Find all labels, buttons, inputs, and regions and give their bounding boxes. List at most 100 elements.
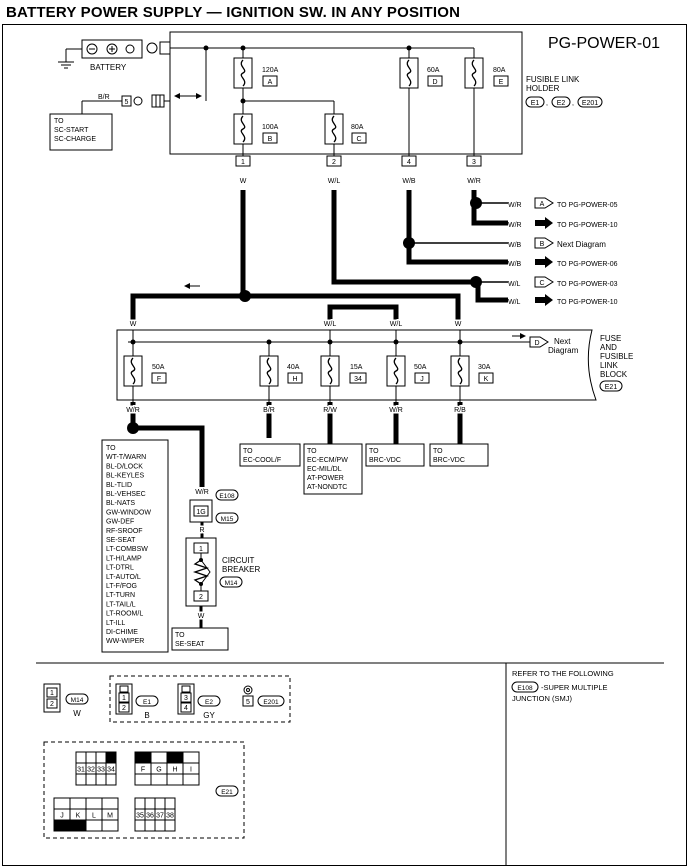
- dest-line: BL-D/LOCK: [106, 463, 143, 470]
- dest-line: BL-TLID: [106, 482, 132, 489]
- connector-color: W: [73, 709, 81, 718]
- connector-cell: [69, 819, 87, 832]
- wire-color: W/B: [508, 261, 522, 268]
- connector-cell: [154, 797, 166, 810]
- ref-dest: TO PG-POWER-10: [557, 222, 618, 229]
- connector-id: E201: [263, 699, 279, 706]
- wire-color: W/R: [195, 489, 209, 496]
- connector-color: GY: [203, 711, 215, 720]
- ref-letter: B: [540, 241, 545, 248]
- fuse-letter: D: [432, 79, 437, 86]
- dest-line: LT-TURN: [106, 592, 135, 599]
- connector-cell: [150, 773, 168, 786]
- dest-line: LT-ILL: [106, 620, 125, 627]
- connector-cell: [95, 751, 107, 764]
- battery: BATTERY: [58, 39, 171, 72]
- connector-cell: [164, 797, 176, 810]
- ref-dest: TO PG-POWER-03: [557, 281, 618, 288]
- dest-line: TO: [54, 118, 64, 125]
- wire-color: B/R: [98, 94, 110, 101]
- ref-pg-power-06: W/B TO PG-POWER-06: [508, 256, 618, 268]
- wire-color: B/R: [263, 407, 275, 414]
- wire-color: W: [455, 321, 462, 328]
- pin-label: K: [76, 813, 81, 820]
- dest-line: TO: [243, 448, 253, 455]
- holder-fuse-B: 100A B: [233, 113, 279, 145]
- pin-label: L: [92, 813, 96, 820]
- connector-cell: [95, 773, 107, 786]
- dest-line: TO: [307, 448, 317, 455]
- wire-color: W/R: [508, 202, 522, 209]
- block-label-line: AND: [600, 343, 617, 352]
- dest-line: AT-NONDTC: [307, 484, 347, 491]
- dest-ec-cool: TO EC-COOL/F: [239, 443, 301, 467]
- wire-color: W/R: [508, 222, 522, 229]
- connector-cell: [75, 773, 87, 786]
- refer-line: -SUPER MULTIPLE: [541, 683, 608, 692]
- ref-letter: D: [534, 340, 539, 347]
- dest-line: WW-WIPER: [106, 638, 144, 645]
- fuse-letter: B: [268, 136, 273, 143]
- pin-label: J: [60, 813, 64, 820]
- ref-dest: TO PG-POWER-10: [557, 299, 618, 306]
- bidirectional-arrow-icon: [174, 93, 202, 99]
- dest-brc-vdc-1: TO BRC-VDC: [365, 443, 425, 467]
- connector-cell: [182, 773, 200, 786]
- dest-line: LT-H/LAMP: [106, 555, 142, 562]
- battery-label: BATTERY: [90, 63, 127, 72]
- dest-line: LT-ROOM/L: [106, 611, 143, 618]
- pin-label: I: [190, 767, 192, 774]
- dest-line: LT-TAIL/L: [106, 601, 136, 608]
- fuse-letter: E: [499, 79, 504, 86]
- dest-line: RF-SROOF: [106, 528, 143, 535]
- connector-cell: [144, 797, 156, 810]
- connector-cell: [164, 819, 176, 832]
- connector-cell: [85, 797, 103, 810]
- ref-dest: TO PG-POWER-05: [557, 202, 618, 209]
- fuse-amp: 60A: [427, 67, 440, 74]
- pin-label: G: [156, 767, 161, 774]
- circuit-breaker-branch: W/R E108 1G M15 R 1 2 CIRCUIT BREAKER M1…: [171, 489, 260, 651]
- page-id: PG-POWER-01: [548, 35, 660, 52]
- connector-cell: [150, 751, 168, 764]
- legend-m14: 1 2 M14 W: [43, 683, 89, 718]
- legend-e2: 3 4 E2 GY: [177, 683, 221, 720]
- refer-line: JUNCTION (SMJ): [512, 694, 572, 703]
- breaker-label: BREAKER: [222, 565, 260, 574]
- breaker-label: CIRCUIT: [222, 556, 255, 565]
- pin-label: 36: [146, 813, 154, 820]
- dest-line: AT-POWER: [307, 475, 344, 482]
- dest-line: BL-NATS: [106, 500, 135, 507]
- connector-cell: [101, 797, 119, 810]
- block-fuse-K: 30A K: [450, 355, 494, 387]
- svg-text:,: ,: [572, 100, 574, 107]
- holder-fuse-D: 60A D: [399, 57, 443, 89]
- block-fuse-F: 50A F: [123, 355, 167, 387]
- connector-cell: [166, 773, 184, 786]
- connector-cell: [53, 819, 71, 832]
- pin-number: 5: [246, 699, 250, 706]
- start-charge-connection: TO SC-START SC-CHARGE B/R 5: [49, 94, 170, 151]
- block-fuse-J: 50A J: [386, 355, 430, 387]
- wire-color: W/R: [389, 407, 403, 414]
- connector-cell: [134, 773, 152, 786]
- ref-dest: Next Diagram: [557, 240, 606, 249]
- wire-color: W/B: [508, 242, 522, 249]
- fuse-amp: 100A: [262, 124, 279, 131]
- ref-pg-power-10b: W/L TO PG-POWER-10: [508, 294, 618, 306]
- connector-cell: [134, 819, 146, 832]
- connector-cell: [105, 773, 117, 786]
- ref-pg-power-10a: W/R TO PG-POWER-10: [508, 217, 618, 229]
- wire-color: W/B: [402, 178, 416, 185]
- block-label-line: FUSE: [600, 334, 621, 343]
- pin-label: 38: [166, 813, 174, 820]
- dest-line: LT-COMBSW: [106, 546, 148, 553]
- pin-label: 33: [97, 767, 105, 774]
- legend-holder-group: [109, 675, 291, 723]
- wire-color: W/R: [467, 178, 481, 185]
- fuse-letter: J: [420, 376, 424, 383]
- holder-label-line: FUSIBLE LINK: [526, 75, 580, 84]
- dest-line: LT-F/FOG: [106, 583, 137, 590]
